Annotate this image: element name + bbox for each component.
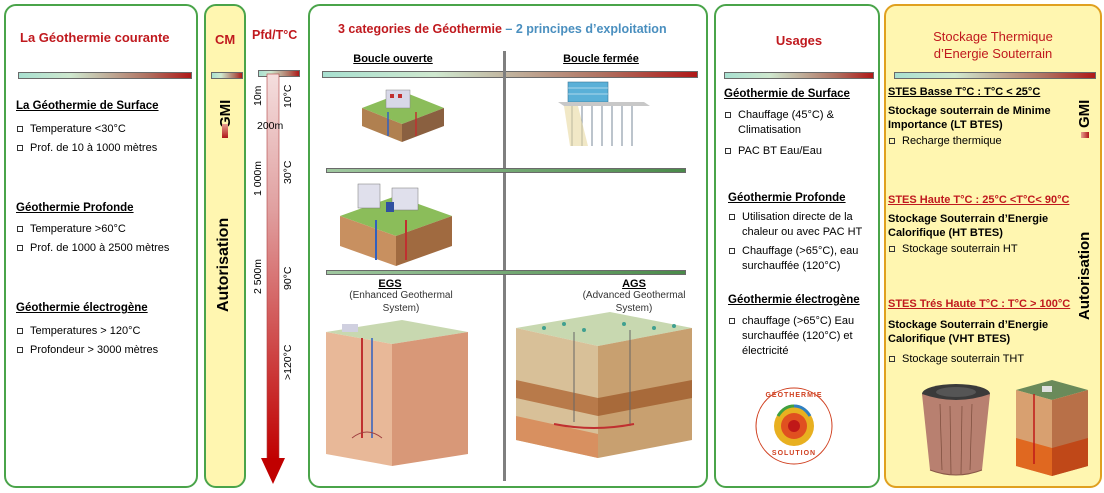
vertical-divider: [503, 51, 506, 481]
profonde-list: Temperature >60°C Prof. de 1000 à 2500 m…: [16, 222, 196, 260]
panel-usages: Usages Géothermie de Surface Chauffage (…: [714, 4, 880, 488]
gradient-bar: [322, 71, 698, 78]
stes-basse-list: Recharge thermique: [888, 134, 1068, 153]
pfd-title: Pfd/T°C: [252, 28, 298, 42]
list-item: Stockage souterrain THT: [888, 352, 1068, 367]
logo-text-bottom: SOLUTION: [771, 450, 817, 457]
categories-title-a: 3 categories de Géothermie: [338, 22, 502, 36]
geothermie-solution-logo: GÉOTHERMIE SOLUTION: [754, 386, 834, 466]
storage-tank-illustration: [922, 384, 990, 476]
categories-title: 3 categories de Géothermie – 2 principes…: [338, 22, 667, 36]
panel-geothermie-courante: La Géothermie courante La Géothermie de …: [4, 4, 198, 488]
panel-title: La Géothermie courante: [20, 30, 170, 45]
panel-cm: CM GMI Autorisation: [204, 4, 246, 488]
depth-label-10m: 10m: [252, 85, 264, 106]
stockage-gmi-label: GMI: [1076, 99, 1093, 128]
egs-description: (Enhanced Geothermal System): [349, 290, 453, 314]
usage-profonde-title: Géothermie Profonde: [728, 192, 846, 204]
list-item: Prof. de 1000 à 2500 mètres: [16, 241, 196, 256]
usage-surface-title: Géothermie de Surface: [724, 88, 850, 100]
list-item: Profondeur > 3000 mètres: [16, 343, 196, 358]
section-surface-title: La Géothermie de Surface: [16, 100, 159, 112]
stockage-autorisation-label: Autorisation: [1076, 231, 1093, 320]
stes-haute-list: Stockage souterrain HT: [888, 242, 1068, 261]
depth-arrow: [261, 73, 285, 484]
stockage-gmi-strip: [1081, 132, 1089, 138]
stes-haute-title: STES Haute T°C : 25°C <T°C< 90°C: [888, 194, 1070, 206]
categories-title-sep: –: [501, 22, 516, 36]
stes-tres-haute-title: STES Trés Haute T°C : T°C > 100°C: [888, 298, 1071, 310]
usage-electrogene-title: Géothermie électrogène: [728, 294, 860, 306]
stes-haute-subtitle: Stockage Souterrain d’Energie Calorifiqu…: [888, 213, 1049, 240]
temp-label-30c: 30°C: [282, 160, 294, 184]
list-item: Chauffage (>65°C), eau surchauffée (120°…: [728, 244, 874, 274]
list-item: PAC BT Eau/Eau: [724, 144, 874, 159]
open-loop-illustration: [362, 89, 444, 142]
gradient-bar: [211, 72, 243, 79]
stes-tres-haute-subtitle: Stockage Souterrain d’Energie Calorifiqu…: [888, 319, 1049, 346]
gradient-bar: [18, 72, 192, 79]
stockage-title-line2: d’Energie Souterrain: [933, 46, 1053, 61]
section-electrogene-title: Géothermie électrogène: [16, 302, 148, 314]
gmi-gradient-strip: [222, 124, 228, 138]
depth-label-200m: 200m: [257, 120, 284, 132]
ags-description: (Advanced Geothermal System): [582, 290, 686, 314]
usages-title: Usages: [775, 33, 823, 48]
egs-illustration: [326, 320, 468, 466]
stes-basse-subtitle: Stockage souterrain de Minime Importance…: [888, 105, 1051, 132]
temp-label-120c: >120°C: [282, 344, 294, 380]
list-item: Utilisation directe de la chaleur ou ave…: [728, 210, 874, 240]
temp-label-10c: 10°C: [282, 84, 294, 108]
gradient-bar: [326, 270, 686, 275]
list-item: Prof. de 10 à 1000 mètres: [16, 141, 196, 156]
closed-loop-illustration: [558, 81, 650, 146]
logo-graphic: [755, 387, 833, 465]
list-item: Stockage souterrain HT: [888, 242, 1068, 257]
pfd-column: Pfd/T°C 10m 200m 1 000m 2 500m 10°C 30°C…: [248, 4, 306, 492]
depth-label-2500m: 2 500m: [252, 258, 264, 294]
cm-title: CM: [215, 32, 236, 47]
surface-list: Temperature <30°C Prof. de 10 à 1000 mèt…: [16, 122, 196, 160]
list-item: Chauffage (45°C) & Climatisation: [724, 108, 874, 138]
temp-label-90c: 90°C: [282, 266, 294, 290]
categories-title-b: 2 principes d’exploitation: [515, 22, 667, 36]
panel-categories: 3 categories de Géothermie – 2 principes…: [308, 4, 708, 488]
list-item: Recharge thermique: [888, 134, 1068, 149]
gradient-bar: [894, 72, 1096, 79]
ags-illustration: [516, 312, 692, 458]
boucle-fermee-label: Boucle fermée: [563, 53, 639, 65]
stes-tres-haute-list: Stockage souterrain THT: [888, 352, 1068, 371]
list-item: Temperatures > 120°C: [16, 324, 196, 339]
list-item: Temperature >60°C: [16, 222, 196, 237]
boucle-ouverte-label: Boucle ouverte: [353, 53, 433, 65]
egs-label: EGS: [378, 278, 402, 290]
ags-label: AGS: [622, 278, 646, 290]
list-item: Temperature <30°C: [16, 122, 196, 137]
usage-surface-list: Chauffage (45°C) & Climatisation PAC BT …: [724, 108, 874, 163]
section-profonde-title: Géothermie Profonde: [16, 202, 134, 214]
storage-block-illustration: [1016, 380, 1088, 476]
gradient-bar: [724, 72, 874, 79]
autorisation-label: Autorisation: [215, 217, 232, 312]
panel-stockage: Stockage Thermique d’Energie Souterrain …: [884, 4, 1102, 488]
deep-geothermal-illustration: [340, 183, 452, 266]
usage-electrogene-list: chauffage (>65°C) Eau surchauffée (120°C…: [728, 314, 874, 363]
usage-profonde-list: Utilisation directe de la chaleur ou ave…: [728, 210, 874, 277]
stockage-title-line1: Stockage Thermique: [933, 29, 1053, 44]
list-item: chauffage (>65°C) Eau surchauffée (120°C…: [728, 314, 874, 359]
logo-text-top: GÉOTHERMIE: [765, 392, 823, 399]
gradient-bar: [326, 168, 686, 173]
electrogene-list: Temperatures > 120°C Profondeur > 3000 m…: [16, 324, 196, 362]
stes-basse-title: STES Basse T°C : T°C < 25°C: [888, 86, 1041, 98]
depth-label-1000m: 1 000m: [252, 160, 264, 196]
